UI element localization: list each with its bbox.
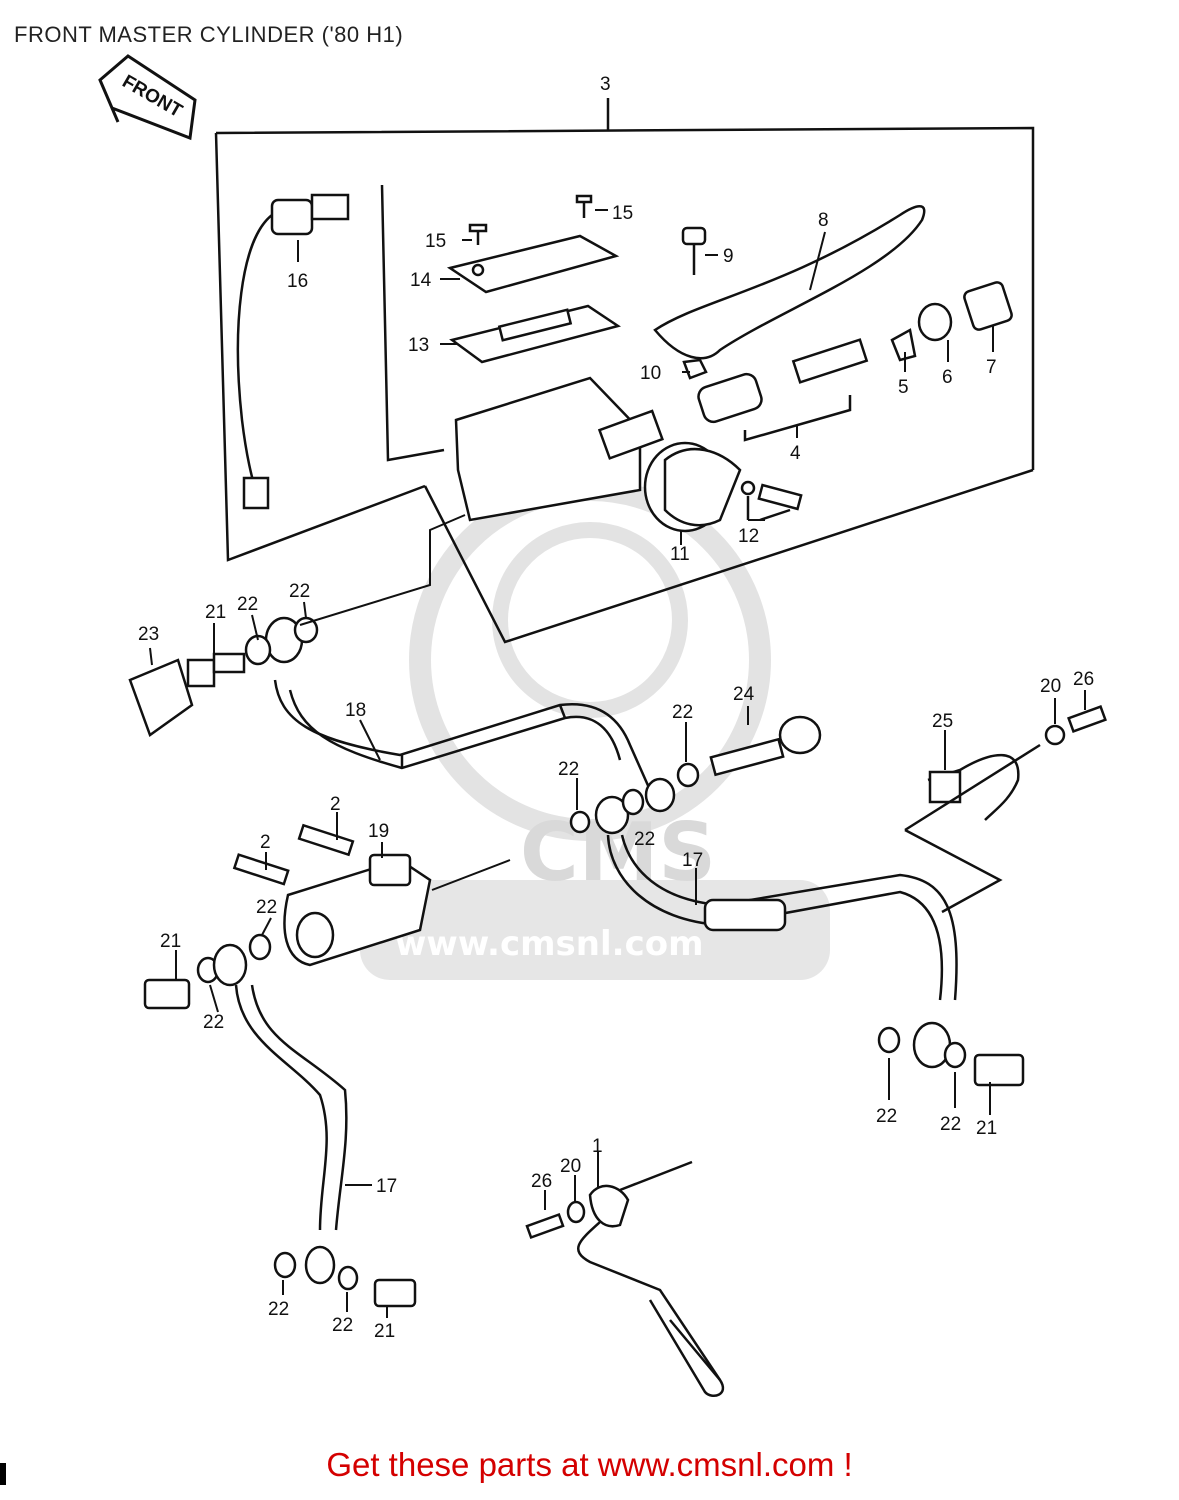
callout-8: 8 (818, 210, 829, 231)
callout-22g: 22 (203, 1012, 224, 1033)
callout-10: 10 (640, 363, 661, 384)
banjo-bolt-24 (709, 715, 822, 777)
callout-22j: 22 (268, 1299, 289, 1320)
front-arrow: FRONT (98, 54, 197, 141)
watermark-url: www.cmsnl.com (395, 924, 704, 964)
callout-20b: 20 (560, 1156, 581, 1177)
callout-3: 3 (600, 74, 611, 95)
lower-right-hose (569, 788, 1025, 1087)
piston-kit (697, 281, 1013, 442)
callout-13: 13 (408, 335, 429, 356)
callout-15b: 15 (612, 203, 633, 224)
callout-21c: 21 (976, 1118, 997, 1139)
master-cylinder-box (214, 98, 1035, 644)
callout-19: 19 (368, 821, 389, 842)
callout-20a: 20 (1040, 676, 1061, 697)
callout-7: 7 (986, 357, 997, 378)
page-title: FRONT MASTER CYLINDER ('80 H1) (14, 22, 404, 47)
callout-6: 6 (942, 367, 953, 388)
callout-22d: 22 (558, 759, 579, 780)
callout-22c: 22 (672, 702, 693, 723)
hose-clamp-25 (904, 705, 1107, 914)
callouts: 3 15 15 14 13 16 8 9 10 5 6 7 4 12 11 22… (138, 74, 1094, 1342)
callout-26a: 26 (1073, 669, 1094, 690)
brake-lever (653, 205, 926, 380)
callout-2a: 2 (330, 794, 341, 815)
brake-light-switch (236, 184, 445, 510)
corner-mark (0, 1463, 6, 1485)
lower-left-hose (143, 933, 417, 1308)
callout-21d: 21 (374, 1321, 395, 1342)
callout-1: 1 (592, 1136, 603, 1157)
callout-12: 12 (738, 526, 759, 547)
callout-26b: 26 (531, 1171, 552, 1192)
callout-22f: 22 (256, 897, 277, 918)
banjo-bolt-23 (128, 652, 246, 737)
callout-17a: 17 (682, 850, 703, 871)
callout-16: 16 (287, 271, 308, 292)
screw-15 (575, 194, 593, 218)
callout-22a: 22 (289, 581, 310, 602)
callout-18: 18 (345, 700, 366, 721)
callout-11: 11 (670, 544, 690, 565)
callout-22b: 22 (237, 594, 258, 615)
hose-joint (232, 823, 432, 967)
callout-25: 25 (932, 711, 953, 732)
callout-4: 4 (790, 443, 801, 464)
callout-15a: 15 (425, 231, 446, 252)
callout-22h: 22 (876, 1106, 897, 1127)
callout-5: 5 (898, 377, 909, 398)
brake-switch-1 (525, 1160, 725, 1397)
callout-2b: 2 (260, 832, 271, 853)
callout-22k: 22 (332, 1315, 353, 1336)
handlebar-clamp (663, 447, 803, 527)
callout-21a: 21 (205, 602, 226, 623)
reservoir-assembly (446, 223, 727, 533)
callout-22i: 22 (940, 1114, 961, 1135)
callout-24: 24 (733, 684, 755, 705)
callout-23: 23 (138, 624, 159, 645)
leader-lines (149, 209, 1086, 1318)
callout-21b: 21 (160, 931, 181, 952)
callout-14: 14 (410, 270, 432, 291)
callout-9: 9 (723, 246, 734, 267)
callout-22e: 22 (634, 829, 655, 850)
callout-17b: 17 (376, 1176, 397, 1197)
footer-link[interactable]: Get these parts at www.cmsnl.com ! (326, 1446, 853, 1483)
